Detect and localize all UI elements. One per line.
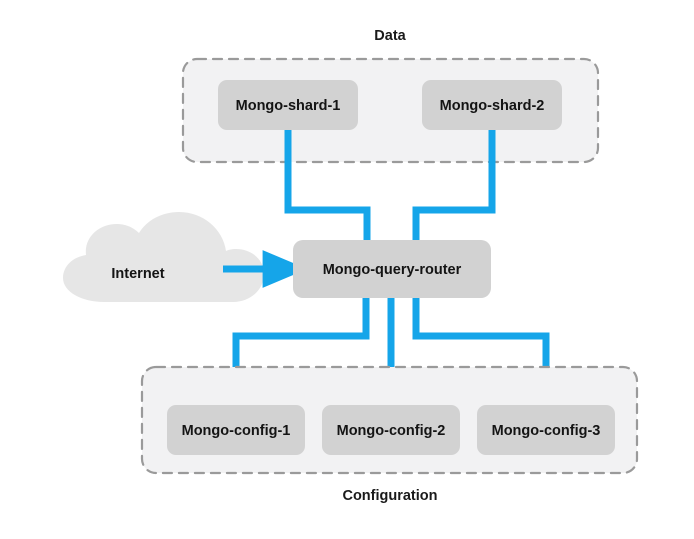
node-mongo-config-2[interactable]: Mongo-config-2 <box>322 405 460 455</box>
node-mongo-config-1[interactable]: Mongo-config-1 <box>167 405 305 455</box>
group-data-title: Data <box>374 28 406 44</box>
node-mongo-query-router[interactable]: Mongo-query-router <box>293 240 491 298</box>
group-configuration-title: Configuration <box>342 488 437 504</box>
connector-shard1-to-router <box>284 128 371 240</box>
node-mongo-query-router-box[interactable] <box>293 240 491 298</box>
node-mongo-config-2-label: Mongo-config-2 <box>337 423 446 439</box>
node-mongo-shard-1-label: Mongo-shard-1 <box>236 98 341 114</box>
cloud-shape-icon <box>63 212 264 302</box>
node-mongo-shard-2-box[interactable] <box>422 80 562 130</box>
internet-cloud-label: Internet <box>111 266 164 282</box>
node-mongo-shard-1-box[interactable] <box>218 80 358 130</box>
node-mongo-shard-1[interactable]: Mongo-shard-1 <box>218 80 358 130</box>
node-mongo-shard-2[interactable]: Mongo-shard-2 <box>422 80 562 130</box>
node-mongo-config-1-label: Mongo-config-1 <box>182 423 291 439</box>
node-mongo-shard-2-label: Mongo-shard-2 <box>440 98 545 114</box>
node-mongo-config-3-box[interactable] <box>477 405 615 455</box>
internet-cloud[interactable]: Internet <box>63 212 264 302</box>
node-mongo-query-router-label: Mongo-query-router <box>323 262 462 278</box>
node-mongo-config-2-box[interactable] <box>322 405 460 455</box>
node-mongo-config-1-box[interactable] <box>167 405 305 455</box>
node-mongo-config-3-label: Mongo-config-3 <box>492 423 601 439</box>
node-mongo-config-3[interactable]: Mongo-config-3 <box>477 405 615 455</box>
connector-group-shards <box>284 128 496 240</box>
connector-shard2-to-router <box>412 128 496 240</box>
